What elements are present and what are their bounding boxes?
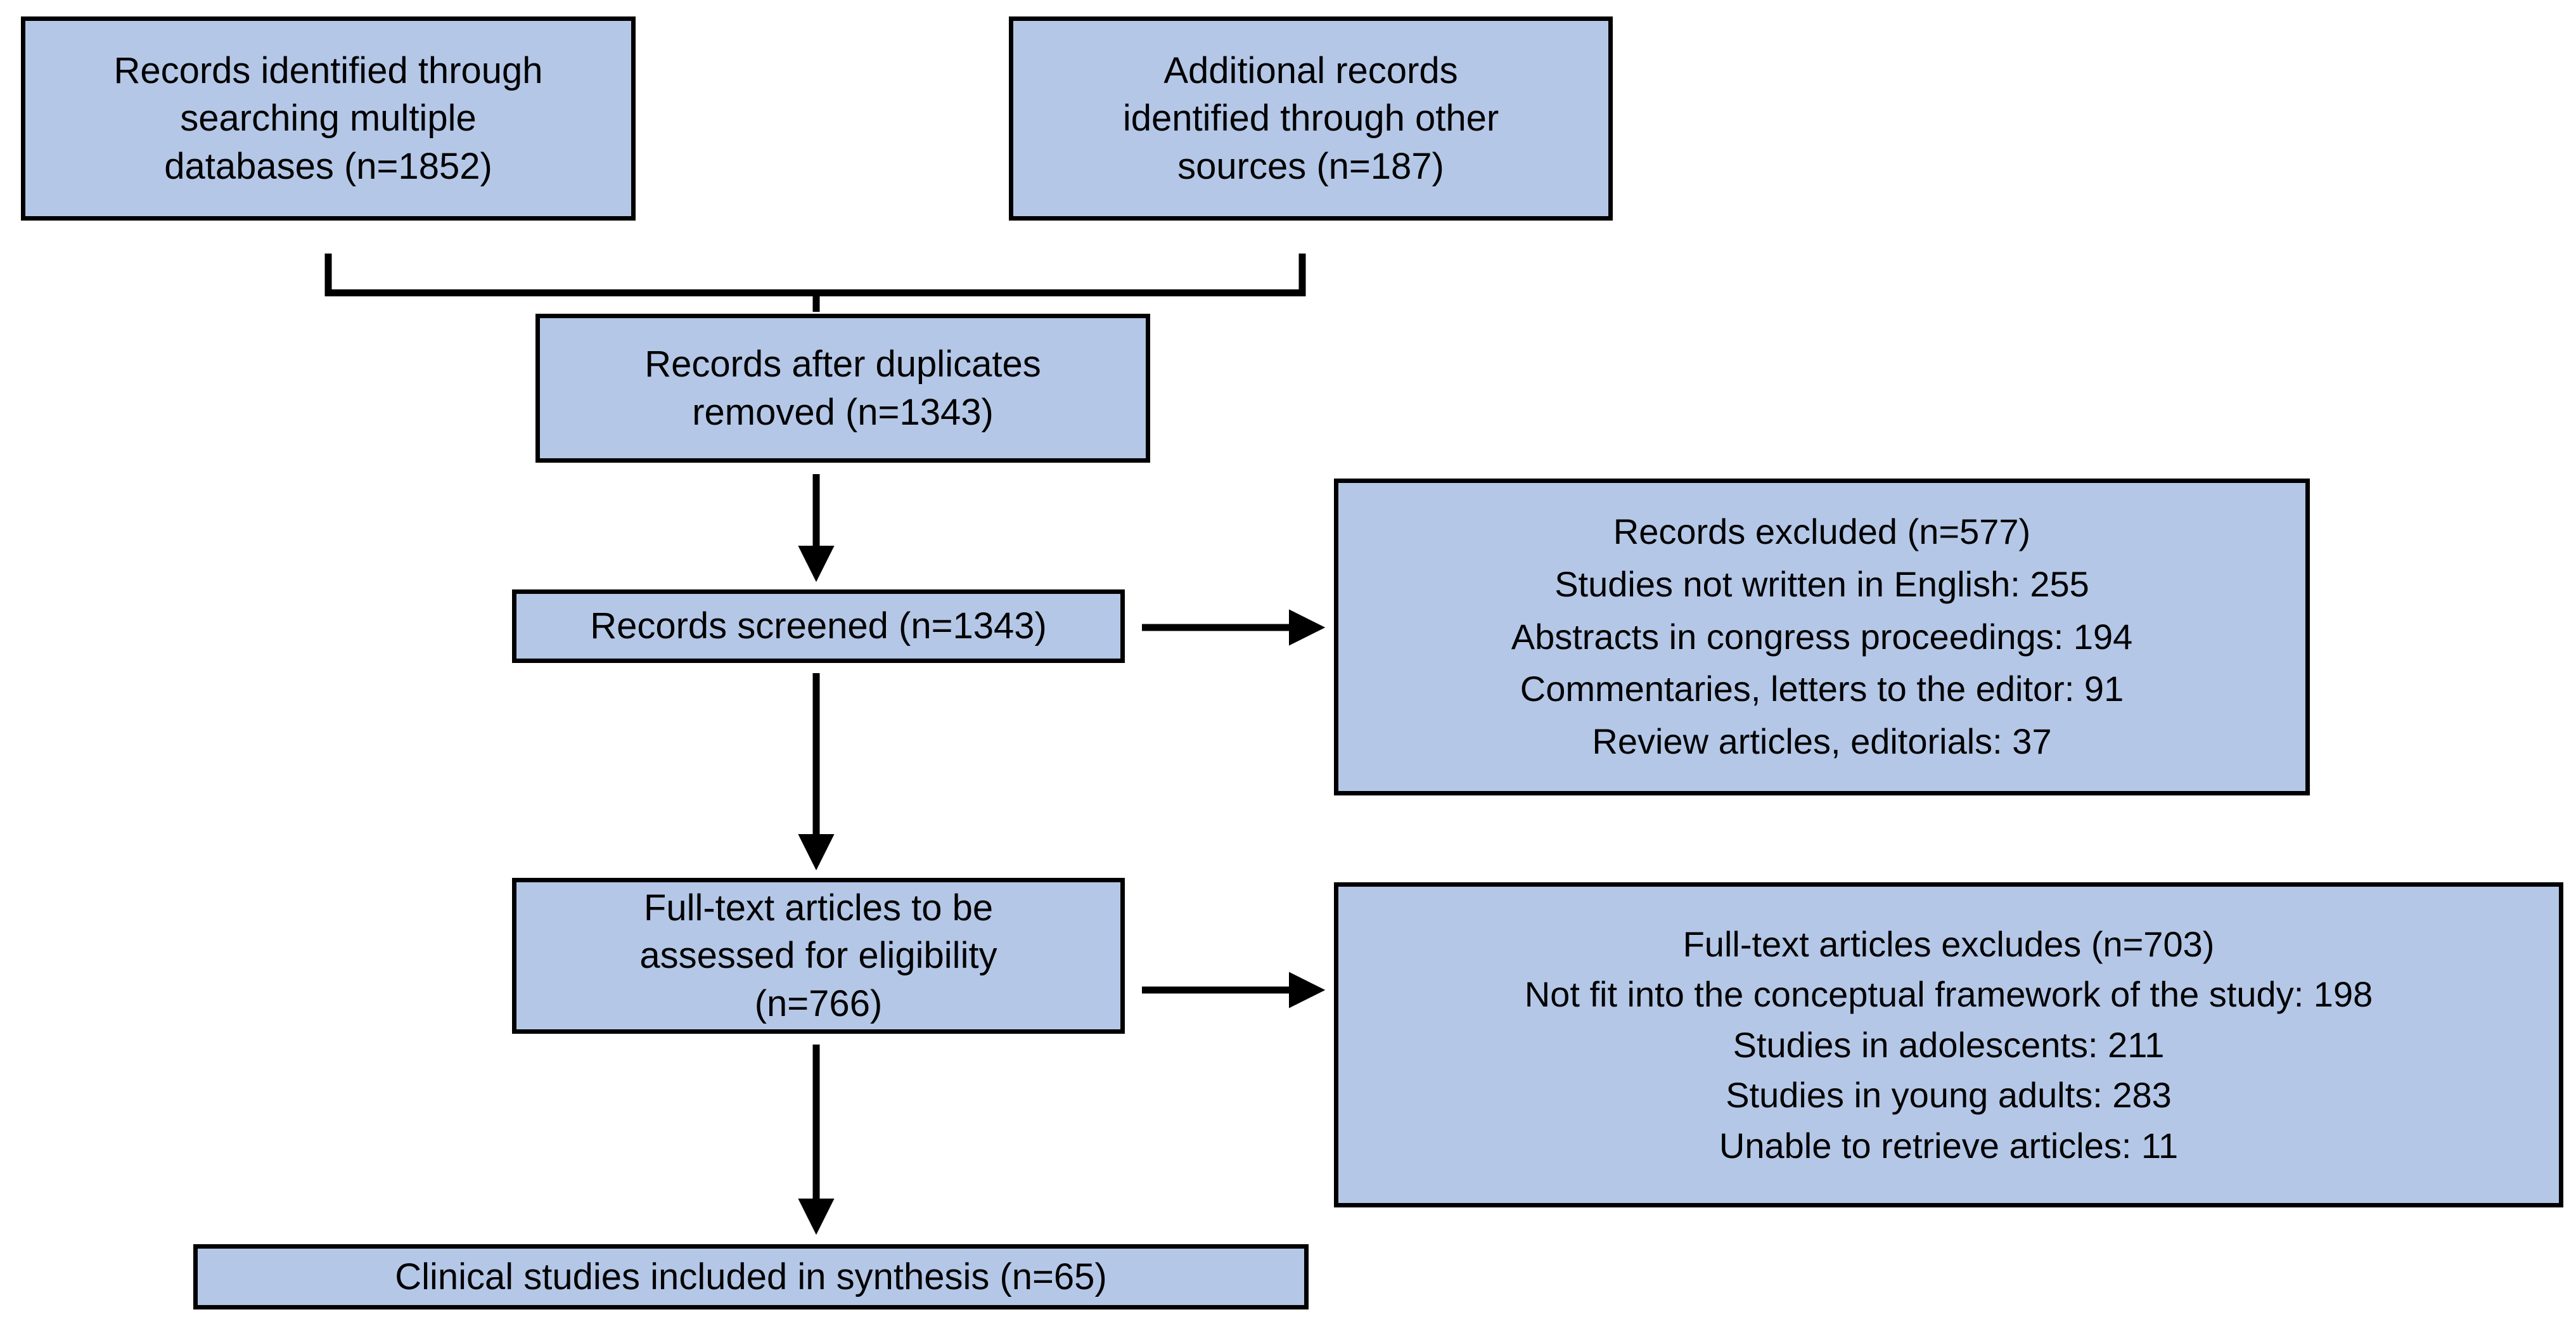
records-excluded-box[interactable]: Records excluded (n=577) Studies not wri… xyxy=(1334,479,2310,795)
node-line: Commentaries, letters to the editor: 91 xyxy=(1520,669,2124,709)
node-line: Studies not written in English: 255 xyxy=(1554,563,2089,604)
node-line: sources (n=187) xyxy=(1177,145,1444,187)
node-line: Records after duplicates xyxy=(644,344,1041,385)
node-line: identified through other xyxy=(1122,98,1499,139)
node-line: removed (n=1343) xyxy=(692,391,994,433)
additional-records-other-sources-box[interactable]: Additional records identified through ot… xyxy=(1009,16,1613,221)
full-text-articles-assessed-box[interactable]: Full-text articles to be assessed for el… xyxy=(512,878,1125,1034)
node-line: Not fit into the conceptual framework of… xyxy=(1524,974,2373,1015)
node-line: Clinical studies included in synthesis (… xyxy=(395,1256,1107,1297)
records-identified-databases-box[interactable]: Records identified through searching mul… xyxy=(21,16,636,221)
node-line: Full-text articles excludes (n=703) xyxy=(1682,923,2215,964)
node-line: Full-text articles to be xyxy=(643,887,994,929)
bracket-sources-to-duplicates xyxy=(324,254,1306,312)
records-after-duplicates-removed-box[interactable]: Records after duplicates removed (n=1343… xyxy=(535,314,1150,463)
node-line: Records screened (n=1343) xyxy=(590,605,1047,647)
node-line: searching multiple xyxy=(180,98,477,139)
node-line: Records identified through xyxy=(113,49,543,91)
node-line: Review articles, editorials: 37 xyxy=(1592,721,2052,762)
node-line: Unable to retrieve articles: 11 xyxy=(1719,1125,2179,1166)
node-line: Studies in adolescents: 211 xyxy=(1733,1024,2165,1065)
node-line: Records excluded (n=577) xyxy=(1613,511,2031,551)
node-line: assessed for eligibility xyxy=(639,935,997,977)
node-line: Studies in young adults: 283 xyxy=(1726,1075,2172,1116)
full-text-articles-excluded-box[interactable]: Full-text articles excludes (n=703) Not … xyxy=(1334,882,2563,1207)
clinical-studies-included-box[interactable]: Clinical studies included in synthesis (… xyxy=(193,1244,1309,1309)
node-line: (n=766) xyxy=(754,982,883,1024)
node-line: Abstracts in congress proceedings: 194 xyxy=(1511,616,2133,657)
records-screened-box[interactable]: Records screened (n=1343) xyxy=(512,589,1125,663)
node-line: Additional records xyxy=(1163,49,1458,91)
node-line: databases (n=1852) xyxy=(164,145,492,187)
